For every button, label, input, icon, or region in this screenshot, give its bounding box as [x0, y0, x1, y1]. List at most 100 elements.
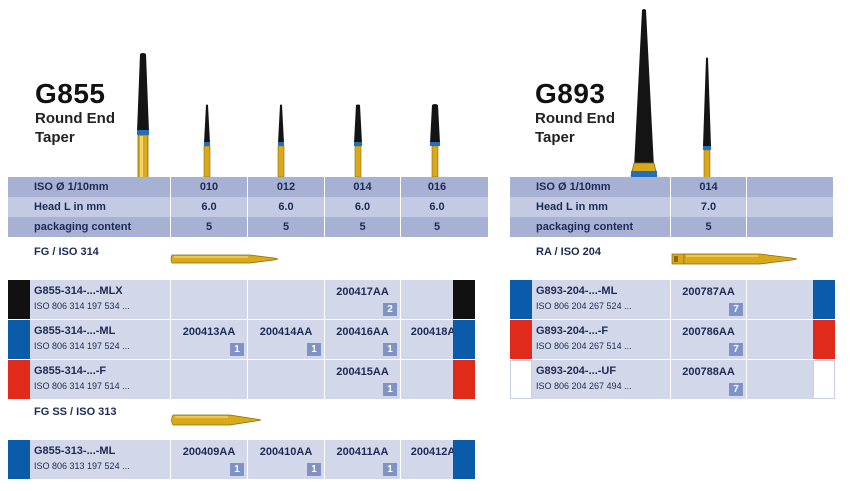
grit-color-strip: [8, 360, 30, 399]
reference-cell: 200788AA 7: [670, 360, 746, 399]
reference-number: 200409AA: [182, 446, 236, 458]
reference-cell: [170, 280, 247, 319]
reference-cell: [247, 360, 324, 399]
quantity-badge: 7: [729, 383, 743, 396]
reference-cell: [746, 360, 833, 399]
reference-cell: [746, 320, 833, 359]
product-code: G893-204-...-UF: [536, 365, 617, 377]
g893-header-iso: ISO Ø 1/10mm 014: [510, 177, 833, 197]
reference-number: 200413AA: [182, 326, 236, 338]
grit-color-strip: [510, 320, 532, 359]
iso-number: ISO 806 314 197 534 ...: [34, 301, 130, 311]
bur-g893-014-icon: [703, 57, 711, 179]
header-value: 6.0: [247, 197, 324, 217]
bur-012-icon: [277, 104, 285, 178]
bur-016-icon: [430, 104, 440, 178]
grit-color-strip: [510, 360, 532, 399]
reference-number: 200415AA: [336, 366, 389, 378]
reference-number: 200412AA: [410, 446, 464, 458]
table-row: G855-313-...-ML ISO 806 313 197 524 ... 20…: [8, 440, 473, 479]
reference-number: 200786AA: [682, 326, 735, 338]
product-code: G893-204-...-ML: [536, 285, 618, 297]
table-row: G893-204-...-UF ISO 806 204 267 494 ... 20…: [510, 360, 833, 399]
reference-number: 200410AA: [259, 446, 313, 458]
bur-010-icon: [203, 104, 211, 178]
reference-cell: [400, 280, 473, 319]
subtitle-line-1: Round End: [535, 110, 615, 127]
subtitle-line-2: Taper: [535, 129, 575, 146]
reference-cell: [400, 360, 473, 399]
reference-number: 200417AA: [336, 286, 389, 298]
grit-color-strip: [8, 440, 30, 479]
product-code: G855-313-...-ML: [34, 445, 116, 457]
iso-number: ISO 806 314 197 524 ...: [34, 341, 130, 351]
header-label: packaging content: [34, 221, 132, 233]
grit-color-strip: [813, 360, 835, 399]
header-value: 016: [400, 177, 473, 197]
g855-header-iso: ISO Ø 1/10mm 010 012 014 016: [8, 177, 488, 197]
header-value: 5: [247, 217, 324, 237]
quantity-badge: 1: [307, 343, 321, 356]
product-code-cell: G855-313-...-ML ISO 806 313 197 524 ...: [8, 440, 170, 479]
header-label: ISO Ø 1/10mm: [34, 181, 109, 193]
reference-cell: [746, 280, 833, 319]
iso-number: ISO 806 313 197 524 ...: [34, 461, 130, 471]
section-label-fg-314: FG / ISO 314: [34, 246, 99, 258]
product-subtitle-g893: Round End Taper: [535, 109, 615, 147]
header-label: Head L in mm: [34, 201, 106, 213]
iso-number: ISO 806 204 267 494 ...: [536, 381, 632, 391]
product-code-cell: G855-314-...-F ISO 806 314 197 514 ...: [8, 360, 170, 399]
reference-number: 200416AA: [336, 326, 389, 338]
bur-g893-large-icon: [630, 9, 658, 177]
grit-color-strip: [8, 280, 30, 319]
subtitle-line-1: Round End: [35, 110, 115, 127]
bur-014-icon: [354, 104, 362, 178]
grit-color-strip: [453, 440, 475, 479]
quantity-badge: 1: [383, 343, 397, 356]
product-code-cell: G855-314-...-ML ISO 806 314 197 524 ...: [8, 320, 170, 359]
reference-number: 200788AA: [682, 366, 735, 378]
section-label-ra-204: RA / ISO 204: [536, 246, 602, 258]
iso-number: ISO 806 204 267 514 ...: [536, 341, 632, 351]
quantity-badge: 7: [729, 303, 743, 316]
shank-ra-icon: [671, 253, 798, 265]
header-value: 012: [247, 177, 324, 197]
quantity-badge: 1: [230, 343, 244, 356]
g855-header-packaging: packaging content 5 5 5 5: [8, 217, 488, 237]
quantity-badge: 1: [307, 463, 321, 476]
quantity-badge: 7: [729, 343, 743, 356]
reference-number: 200787AA: [682, 286, 735, 298]
product-code: G855-314-...-F: [34, 365, 107, 377]
header-value: 7.0: [670, 197, 746, 217]
shank-fgss-icon: [171, 414, 262, 426]
quantity-badge: 1: [230, 463, 244, 476]
grit-color-strip: [453, 360, 475, 399]
subtitle-line-2: Taper: [35, 129, 75, 146]
reference-cell: 200411AA 1: [324, 440, 400, 479]
reference-number: 200418AA: [410, 326, 464, 338]
header-value: 014: [670, 177, 746, 197]
product-subtitle-g855: Round End Taper: [35, 109, 115, 147]
product-code: G855-314-...-ML: [34, 325, 116, 337]
reference-cell: [247, 280, 324, 319]
product-title-g893: G893: [535, 78, 606, 109]
table-row: G855-314-...-MLX ISO 806 314 197 534 ... 2…: [8, 280, 473, 319]
product-title-g855: G855: [35, 78, 106, 109]
quantity-badge: 1: [383, 383, 397, 396]
reference-number: 200411AA: [336, 446, 389, 458]
header-empty-cell: [746, 177, 833, 197]
header-value: 5: [170, 217, 247, 237]
g855-header-head-length: Head L in mm 6.0 6.0 6.0 6.0: [8, 197, 488, 217]
product-code: G855-314-...-MLX: [34, 285, 123, 297]
table-row: G855-314-...-ML ISO 806 314 197 524 ... 20…: [8, 320, 473, 359]
iso-number: ISO 806 314 197 514 ...: [34, 381, 130, 391]
quantity-badge: 1: [383, 463, 397, 476]
header-value: 010: [170, 177, 247, 197]
reference-cell: 200410AA 1: [247, 440, 324, 479]
header-label: ISO Ø 1/10mm: [536, 181, 611, 193]
